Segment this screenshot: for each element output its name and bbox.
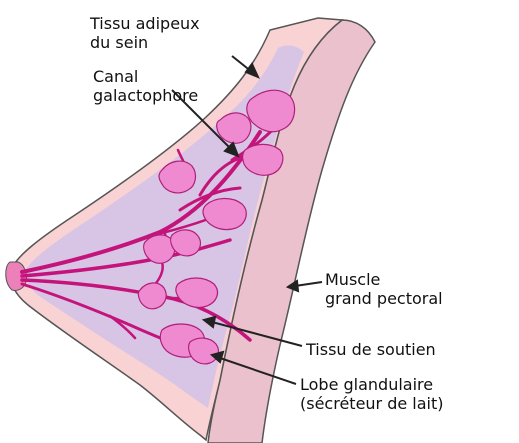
label-duct-line2: galactophore <box>93 86 198 105</box>
label-adipose-line2: du sein <box>90 33 200 52</box>
label-muscle-line1: Muscle <box>325 270 443 289</box>
label-support-line1: Tissu de soutien <box>306 340 436 359</box>
label-duct-line1: Canal <box>93 67 198 86</box>
label-lobe-line1: Lobe glandulaire <box>300 375 444 394</box>
label-milk-duct: Canal galactophore <box>93 67 198 105</box>
label-muscle-line2: grand pectoral <box>325 289 443 308</box>
arrow-muscle <box>295 282 322 286</box>
lobule <box>138 283 166 309</box>
label-adipose-tissue: Tissu adipeux du sein <box>90 14 200 52</box>
label-pectoral-muscle: Muscle grand pectoral <box>325 270 443 308</box>
label-lobe-line2: (sécréteur de lait) <box>300 394 444 413</box>
label-gland-lobe: Lobe glandulaire (sécréteur de lait) <box>300 375 444 413</box>
label-support-tissue: Tissu de soutien <box>306 340 436 359</box>
label-adipose-line1: Tissu adipeux <box>90 14 200 33</box>
